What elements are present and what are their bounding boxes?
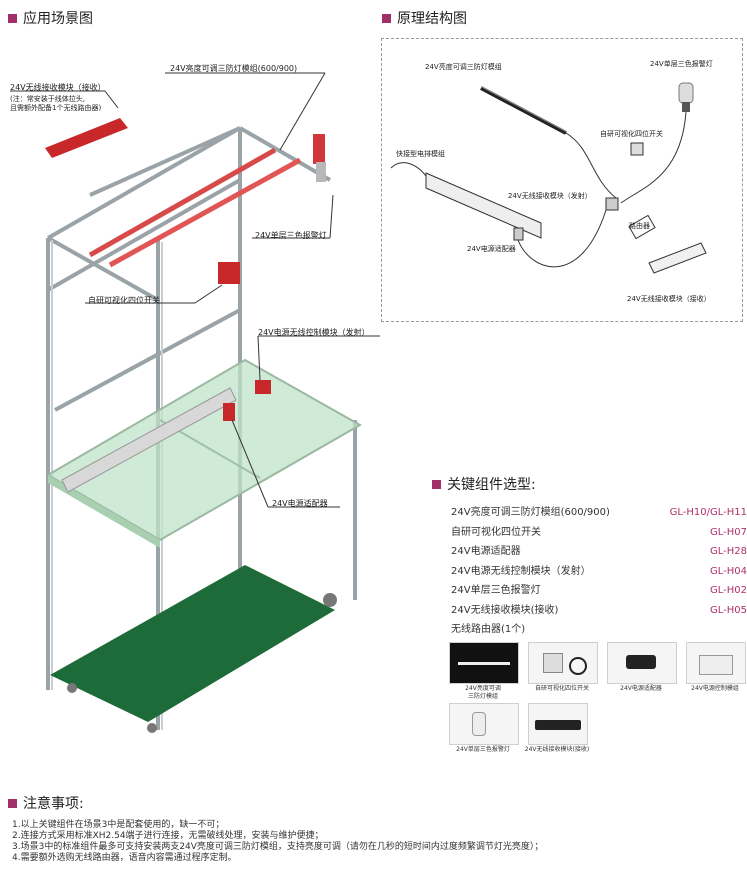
scene-transmitter-label: 24V电源无线控制模块（发射） bbox=[258, 328, 370, 337]
schematic-receiver bbox=[648, 242, 707, 274]
principle-section-header: 原理结构图 bbox=[382, 8, 467, 28]
schematic-light-bar bbox=[480, 86, 567, 135]
thumb-switch bbox=[528, 642, 598, 684]
router-row: 无线路由器(1个) bbox=[451, 624, 526, 635]
note-item: 4.需要额外选购无线路由器，语音内容需通过程序定制。 bbox=[12, 853, 237, 863]
thumb-light-bar bbox=[449, 642, 519, 684]
schematic-transmitter bbox=[605, 197, 619, 211]
thumb-power-module-caption: 24V电源控制模组 bbox=[691, 685, 739, 692]
note-item: 1.以上关键组件在场景3中是配套使用的，缺一不可； bbox=[12, 820, 225, 830]
receiver-thumb-icon bbox=[535, 720, 581, 730]
principle-section-title: 原理结构图 bbox=[397, 11, 467, 27]
notes-list: 1.以上关键组件在场景3中是配套使用的，缺一不可； 2.连接方式采用标准XH2.… bbox=[12, 820, 543, 864]
light-bar-1 bbox=[88, 147, 277, 258]
schematic-receiver-label: 24V无线接收模块（接收） bbox=[627, 295, 711, 303]
workbench-illustration bbox=[10, 72, 380, 733]
scene-switch-label: 自研可视化四位开关 bbox=[88, 296, 160, 305]
schematic-adapter-label: 24V电源适配器 bbox=[467, 245, 516, 253]
cable-thumb-icon bbox=[569, 657, 587, 675]
component-code: GL-H02 bbox=[710, 585, 747, 596]
schematic-router-label: 路由器 bbox=[629, 222, 650, 230]
scene-section-header: 应用场景图 bbox=[8, 8, 93, 28]
schematic-power-strip-label: 快接型电排模组 bbox=[396, 150, 445, 158]
schematic-alarm bbox=[678, 82, 694, 104]
component-name: 24V亮度可调三防灯模组(600/900) bbox=[451, 507, 610, 518]
notes-section-title: 注意事项: bbox=[23, 796, 84, 812]
switch-thumb-icon bbox=[543, 653, 563, 673]
list-item: 24V单层三色报警灯 GL-H02 bbox=[451, 581, 747, 601]
components-section-title: 关键组件选型: bbox=[447, 477, 536, 493]
component-name: 24V电源无线控制模块（发射） bbox=[451, 565, 591, 577]
light-bar-2 bbox=[108, 157, 302, 268]
glass-top bbox=[46, 358, 363, 542]
component-code: GL-H05 bbox=[710, 604, 747, 616]
bullet-square-icon bbox=[382, 13, 391, 23]
alarm-thumb-icon bbox=[472, 712, 486, 736]
list-item: 24V无线接收模块(接收) GL-H05 bbox=[451, 601, 747, 621]
component-name: 24V电源适配器 bbox=[451, 546, 521, 557]
thumb-adapter bbox=[607, 642, 677, 684]
component-code: GL-H28 bbox=[710, 546, 747, 557]
thumb-switch-caption: 自研可视化四位开关 bbox=[534, 685, 589, 692]
thumb-receiver-caption: 24V无线接收模块(接收) bbox=[524, 746, 590, 753]
list-item: 24V电源适配器 GL-H28 bbox=[451, 542, 747, 562]
light-bar-thumb-icon bbox=[458, 662, 510, 665]
components-list: 24V亮度可调三防灯模组(600/900) GL-H10/GL-H11 自研可视… bbox=[451, 503, 747, 639]
component-code: GL-H04 bbox=[710, 565, 747, 577]
schematic-power-strip bbox=[425, 172, 542, 239]
schematic-transmitter-label: 24V无线接收模块（发射） bbox=[508, 192, 592, 200]
scene-light-bar-label: 24V亮度可调三防灯模组(600/900) bbox=[170, 64, 298, 73]
bullet-square-icon bbox=[432, 479, 441, 489]
note-item: 3.场景3中的标准组件最多可支持安装两支24V亮度可调三防灯模组，支持亮度可调（… bbox=[12, 842, 544, 852]
components-section-header: 关键组件选型: bbox=[432, 474, 536, 494]
list-item: 自研可视化四位开关 GL-H07 bbox=[451, 523, 747, 543]
receiver-module bbox=[45, 118, 128, 158]
scene-alarm-label: 24V单层三色报警灯 bbox=[255, 231, 327, 240]
power-strip bbox=[61, 387, 237, 493]
component-code: GL-H10/GL-H11 bbox=[669, 507, 747, 518]
scene-receiver-note-2: 且需额外配备1个无线路由器) bbox=[10, 104, 102, 112]
schematic-switch bbox=[630, 142, 644, 156]
list-item: 24V电源无线控制模块（发射） GL-H04 bbox=[451, 562, 747, 582]
thumb-receiver bbox=[528, 703, 588, 745]
schematic-adapter bbox=[513, 227, 524, 241]
component-code: GL-H07 bbox=[710, 526, 747, 538]
adapter-thumb-icon bbox=[626, 655, 656, 669]
note-item: 2.连接方式采用标准XH2.54端子进行连接，无需破线处理，安装与维护便捷； bbox=[12, 831, 324, 841]
schematic-switch-label: 自研可视化四位开关 bbox=[600, 130, 663, 138]
list-item: 24V亮度可调三防灯模组(600/900) GL-H10/GL-H11 bbox=[451, 503, 747, 523]
schematic-box bbox=[381, 38, 743, 322]
thumb-light-bar-caption-1: 24V亮度可调 bbox=[465, 685, 501, 692]
scene-receiver-label: 24V无线接收模块（接收） bbox=[10, 83, 106, 92]
thumb-alarm bbox=[449, 703, 519, 745]
component-name: 24V单层三色报警灯 bbox=[451, 585, 541, 596]
notes-section-header: 注意事项: bbox=[8, 793, 84, 813]
thumb-adapter-caption: 24V电源适配器 bbox=[620, 685, 662, 692]
scene-adapter-label: 24V电源适配器 bbox=[272, 499, 328, 508]
bullet-square-icon bbox=[8, 798, 17, 808]
thumb-power-module bbox=[686, 642, 746, 684]
component-name: 24V无线接收模块(接收) bbox=[451, 604, 559, 616]
scene-receiver-note-1: (注：常安装于线体拉头, bbox=[10, 95, 85, 103]
transmitter-module bbox=[255, 380, 271, 394]
schematic-light-bar-label: 24V亮度可调三防灯模组 bbox=[425, 63, 502, 71]
bullet-square-icon bbox=[8, 13, 17, 23]
switch-box bbox=[218, 262, 240, 284]
scene-section-title: 应用场景图 bbox=[23, 11, 93, 27]
power-module-thumb-icon bbox=[699, 655, 733, 675]
component-name: 自研可视化四位开关 bbox=[451, 526, 541, 538]
alarm-light bbox=[313, 134, 325, 164]
schematic-router bbox=[628, 214, 656, 240]
schematic-alarm-label: 24V单层三色报警灯 bbox=[650, 60, 713, 68]
thumb-light-bar-caption-2: 三防灯模组 bbox=[467, 693, 498, 700]
thumb-alarm-caption: 24V单层三色报警灯 bbox=[456, 746, 510, 753]
schematic-illustration bbox=[390, 82, 707, 274]
green-mat bbox=[50, 565, 335, 722]
adapter bbox=[223, 403, 235, 421]
